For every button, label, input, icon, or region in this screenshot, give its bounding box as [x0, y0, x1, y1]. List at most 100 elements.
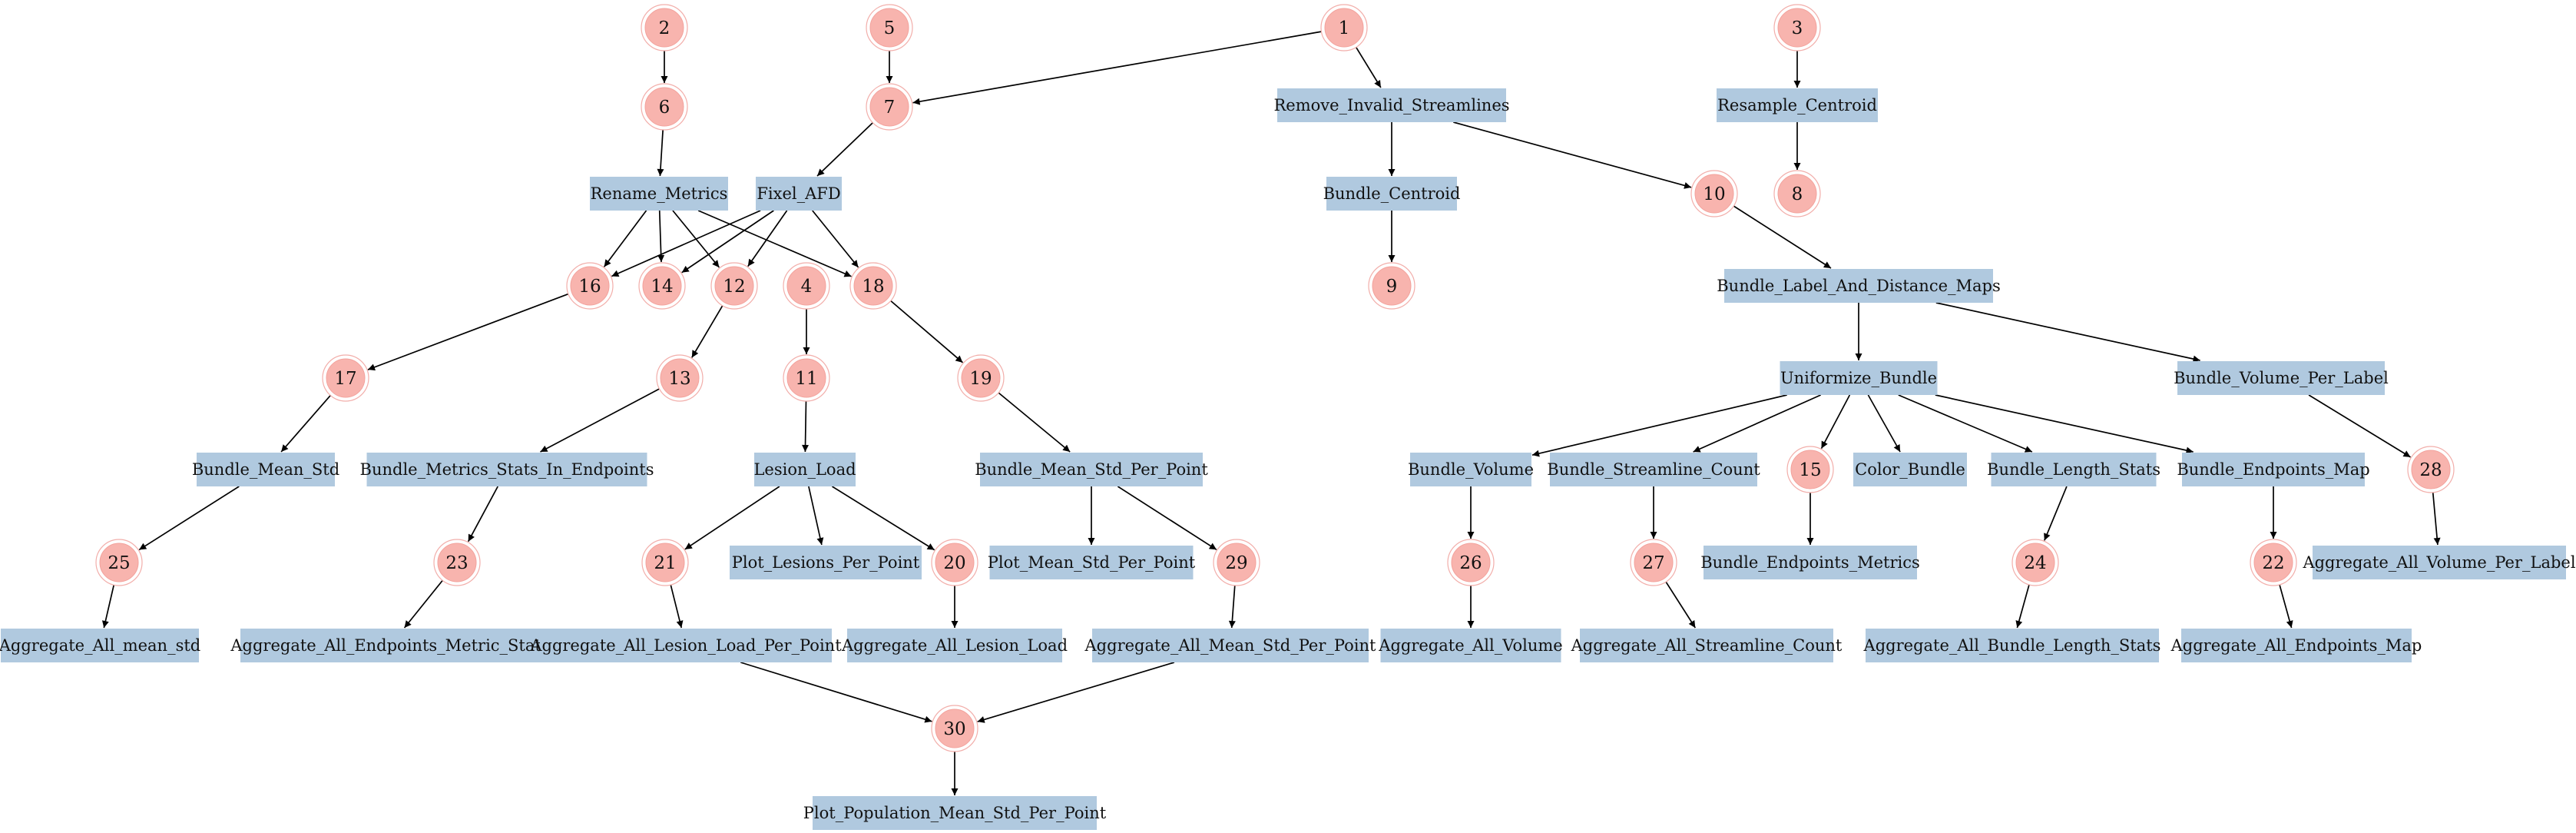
process-node-p_agg_streamcount[interactable]: Aggregate_All_Streamline_Count	[1571, 629, 1843, 662]
process-node-p_volume[interactable]: Bundle_Volume	[1408, 453, 1534, 486]
process-label: Bundle_Centroid	[1323, 184, 1461, 203]
channel-ring	[2011, 539, 2059, 586]
process-node-p_meanstd_pp[interactable]: Bundle_Mean_Std_Per_Point	[975, 453, 1208, 486]
channel-node-c27[interactable]: 27	[1630, 539, 1677, 586]
channel-node-c17[interactable]: 17	[322, 354, 369, 402]
channel-node-c7[interactable]: 7	[866, 83, 913, 131]
channel-node-c13[interactable]: 13	[656, 354, 704, 402]
process-node-p_agg_length[interactable]: Aggregate_All_Bundle_Length_Stats	[1863, 629, 2161, 662]
channel-circle	[853, 266, 893, 306]
process-node-p_agg_vol_label[interactable]: Aggregate_All_Volume_Per_Label	[2302, 546, 2576, 579]
process-node-p_plot_pop[interactable]: Plot_Population_Mean_Std_Per_Point	[803, 796, 1107, 830]
edge-c21-to-p_agg_lesion_pp	[670, 584, 684, 629]
channel-circle	[644, 8, 684, 48]
channel-node-c8[interactable]: 8	[1773, 170, 1821, 217]
channel-label: 2	[659, 18, 670, 38]
channel-label: 30	[943, 719, 965, 739]
channel-node-c10[interactable]: 10	[1690, 170, 1738, 217]
edge-c7-to-p_fixel	[816, 122, 873, 177]
channel-node-c4[interactable]: 4	[783, 262, 830, 310]
process-node-p_labelmaps[interactable]: Bundle_Label_And_Distance_Maps	[1717, 269, 2001, 303]
channel-node-c24[interactable]: 24	[2011, 539, 2059, 586]
process-node-p_remove[interactable]: Remove_Invalid_Streamlines	[1273, 88, 1510, 122]
channel-node-c26[interactable]: 26	[1447, 539, 1495, 586]
process-label: Bundle_Metrics_Stats_In_Endpoints	[360, 460, 654, 479]
channel-node-c9[interactable]: 9	[1368, 262, 1415, 310]
edge-p_metricsends-to-c23	[467, 486, 498, 543]
channel-node-c23[interactable]: 23	[433, 539, 481, 586]
channel-node-c21[interactable]: 21	[641, 539, 689, 586]
edge-c24-to-p_agg_length	[2015, 584, 2030, 629]
channel-ring	[710, 262, 758, 310]
channel-node-c22[interactable]: 22	[2250, 539, 2297, 586]
channel-node-c18[interactable]: 18	[849, 262, 897, 310]
edge-p_fixel-to-c12	[747, 210, 788, 267]
process-box	[590, 177, 728, 211]
process-label: Bundle_Mean_Std_Per_Point	[975, 460, 1208, 479]
channel-node-c12[interactable]: 12	[710, 262, 758, 310]
channel-ring	[1773, 4, 1821, 51]
process-node-p_color[interactable]: Color_Bundle	[1853, 453, 1967, 486]
process-label: Aggregate_All_Endpoints_Metric_Stats	[230, 636, 549, 655]
channel-node-c15[interactable]: 15	[1786, 446, 1834, 493]
channel-label: 21	[654, 553, 676, 573]
process-node-p_rename[interactable]: Rename_Metrics	[590, 177, 728, 211]
edge-p_labelmaps-to-p_vol_label	[1935, 302, 2200, 363]
channel-circle	[1694, 174, 1734, 214]
channel-ring	[566, 262, 614, 310]
channel-label: 6	[659, 98, 670, 118]
channel-label: 3	[1792, 18, 1803, 38]
process-node-p_agg_meanstd_pp[interactable]: Aggregate_All_Mean_Std_Per_Point	[1084, 629, 1377, 662]
channel-node-c25[interactable]: 25	[95, 539, 143, 586]
process-node-p_vol_label[interactable]: Bundle_Volume_Per_Label	[2174, 361, 2389, 395]
channel-node-c1[interactable]: 1	[1320, 4, 1368, 51]
process-node-p_fixel[interactable]: Fixel_AFD	[756, 177, 842, 211]
process-label: Plot_Lesions_Per_Point	[732, 553, 920, 572]
channel-node-c30[interactable]: 30	[931, 705, 978, 752]
channel-node-c16[interactable]: 16	[566, 262, 614, 310]
channel-circle	[326, 358, 366, 398]
channel-node-c14[interactable]: 14	[638, 262, 686, 310]
channel-node-c29[interactable]: 29	[1213, 539, 1260, 586]
edge-c28-to-p_agg_vol_label	[2432, 492, 2441, 546]
channel-node-c3[interactable]: 3	[1773, 4, 1821, 51]
edge-p_vol_label-to-c28	[2308, 394, 2411, 458]
process-node-p_meanstd[interactable]: Bundle_Mean_Std	[192, 453, 339, 486]
channel-node-c5[interactable]: 5	[866, 4, 913, 51]
edge-p_uniformize-to-p_length	[1898, 394, 2033, 453]
process-node-p_streamcount[interactable]: Bundle_Streamline_Count	[1547, 453, 1760, 486]
process-node-p_uniformize[interactable]: Uniformize_Bundle	[1780, 361, 1938, 395]
process-node-p_agg_endmetric[interactable]: Aggregate_All_Endpoints_Metric_Stats	[230, 629, 550, 662]
edge-c22-to-p_agg_endmap	[2279, 584, 2293, 629]
process-node-p_agg_volume[interactable]: Aggregate_All_Volume	[1378, 629, 1563, 662]
channel-node-c28[interactable]: 28	[2407, 446, 2455, 493]
channel-node-c11[interactable]: 11	[783, 354, 830, 402]
channel-node-c2[interactable]: 2	[641, 4, 688, 51]
channel-label: 14	[651, 277, 673, 297]
process-node-p_resample[interactable]: Resample_Centroid	[1717, 88, 1878, 122]
channel-circle	[1324, 8, 1364, 48]
process-node-p_centroid[interactable]: Bundle_Centroid	[1323, 177, 1461, 211]
channel-label: 15	[1799, 460, 1821, 480]
channel-node-c19[interactable]: 19	[957, 354, 1005, 402]
channel-ring	[931, 539, 978, 586]
process-label: Aggregate_All_Lesion_Load_Per_Point	[529, 636, 842, 655]
process-node-p_lesion[interactable]: Lesion_Load	[753, 453, 856, 486]
channel-ring	[641, 83, 688, 131]
edge-c10-to-p_labelmaps	[1733, 205, 1832, 269]
process-node-p_plot_lesions[interactable]: Plot_Lesions_Per_Point	[730, 546, 922, 579]
channel-node-c20[interactable]: 20	[931, 539, 978, 586]
process-node-p_agg_meanstd[interactable]: Aggregate_All_mean_std	[0, 629, 200, 662]
channel-node-c6[interactable]: 6	[641, 83, 688, 131]
process-node-p_length[interactable]: Bundle_Length_Stats	[1987, 453, 2160, 486]
process-node-p_endmap[interactable]: Bundle_Endpoints_Map	[2177, 453, 2370, 486]
process-node-p_agg_lesion_pp[interactable]: Aggregate_All_Lesion_Load_Per_Point	[529, 629, 842, 662]
process-node-p_end_metrics[interactable]: Bundle_Endpoints_Metrics	[1700, 546, 1920, 579]
edge-p_rename-to-c18	[697, 210, 852, 277]
channel-ring	[1213, 539, 1260, 586]
process-node-p_plot_meanstd[interactable]: Plot_Mean_Std_Per_Point	[988, 546, 1196, 579]
process-node-p_metricsends[interactable]: Bundle_Metrics_Stats_In_Endpoints	[360, 453, 654, 486]
process-node-p_agg_endmap[interactable]: Aggregate_All_Endpoints_Map	[2170, 629, 2422, 662]
process-node-p_agg_lesion[interactable]: Aggregate_All_Lesion_Load	[841, 629, 1068, 662]
